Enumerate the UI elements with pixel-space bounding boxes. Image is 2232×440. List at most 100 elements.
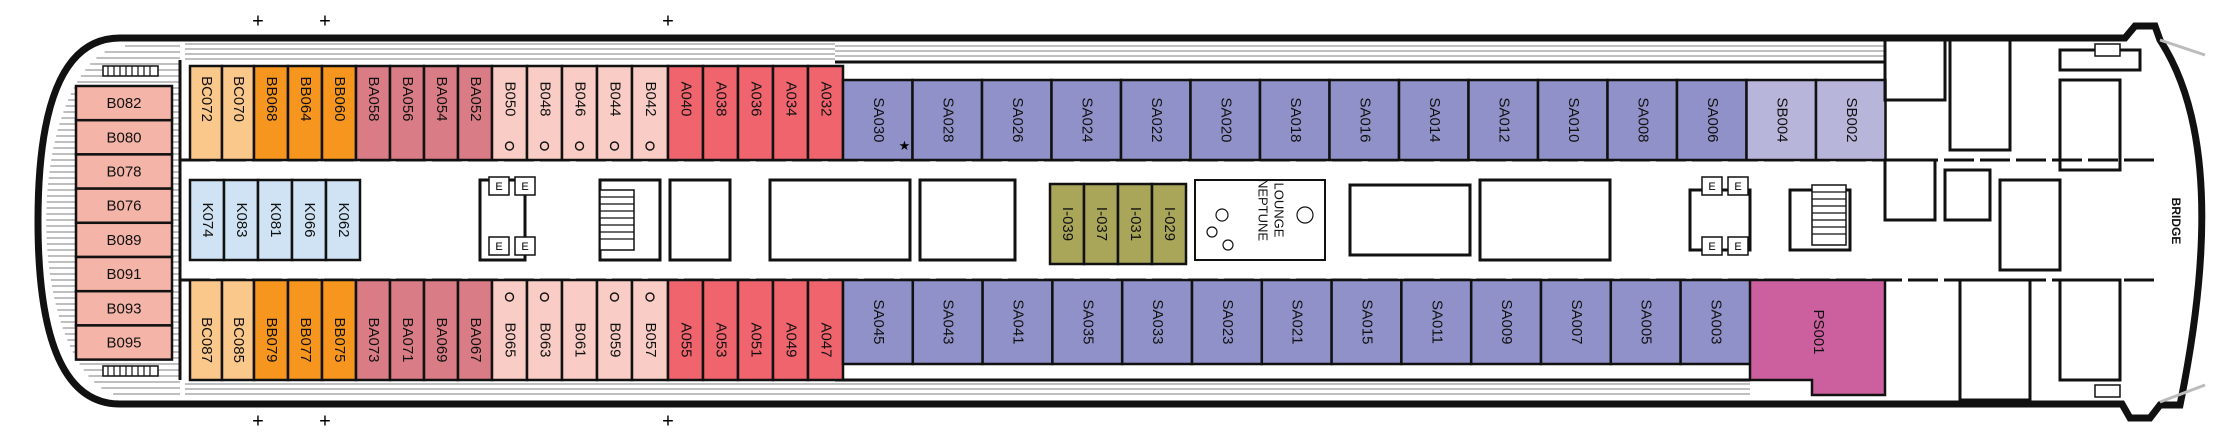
- cabin-k081[interactable]: K081: [256, 178, 294, 262]
- cabin-a055[interactable]: A055: [666, 278, 705, 382]
- cabin-a051[interactable]: A051: [736, 278, 775, 382]
- cabin-sa011[interactable]: SA011: [1400, 278, 1473, 366]
- circle-marker-icon: [645, 292, 655, 302]
- cabin-sa009[interactable]: SA009: [1469, 278, 1543, 366]
- cabin-sa008[interactable]: SA008: [1606, 78, 1679, 162]
- cabin-bc085[interactable]: BC085: [220, 278, 256, 382]
- cabin-k074[interactable]: K074: [188, 178, 226, 262]
- cabin-sa026[interactable]: SA026: [980, 78, 1053, 162]
- cabin-b048[interactable]: B048: [525, 64, 564, 162]
- cabin-a049[interactable]: A049: [771, 278, 810, 382]
- cabin-sa015[interactable]: SA015: [1330, 278, 1403, 366]
- cabin-sa043[interactable]: SA043: [911, 278, 984, 366]
- cabin-b095[interactable]: B095: [74, 324, 174, 361]
- core-block-3: [668, 178, 732, 262]
- cabin-b046[interactable]: B046: [560, 64, 599, 162]
- cabin-bc070[interactable]: BC070: [220, 64, 256, 162]
- cabin-b065[interactable]: B065: [490, 278, 529, 382]
- cabin-bb068[interactable]: BB068: [252, 64, 290, 162]
- cabin-i039[interactable]: I-039: [1048, 182, 1086, 266]
- cabin-sa020[interactable]: SA020: [1189, 78, 1262, 162]
- cabin-b057[interactable]: B057: [630, 278, 670, 382]
- cabin-box: [1814, 78, 1887, 162]
- cabin-b080[interactable]: B080: [74, 118, 174, 156]
- cabin-a047[interactable]: A047: [806, 278, 845, 382]
- cabin-ba058[interactable]: BA058: [354, 64, 392, 162]
- cabin-b044[interactable]: B044: [595, 64, 634, 162]
- cabin-sa030[interactable]: SA030★: [841, 78, 914, 162]
- cabin-a034[interactable]: A034: [771, 64, 810, 162]
- cabin-bb077[interactable]: BB077: [286, 278, 324, 382]
- cabin-i031[interactable]: I-031: [1116, 182, 1154, 266]
- cabin-b061[interactable]: B061: [560, 278, 599, 382]
- cabin-sa024[interactable]: SA024: [1050, 78, 1123, 162]
- cabin-sa033[interactable]: SA033: [1120, 278, 1194, 366]
- cabin-bb079[interactable]: BB079: [252, 278, 290, 382]
- neptune-lounge[interactable]: NEPTUNE LOUNGE: [1194, 179, 1326, 261]
- cabin-ba052[interactable]: BA052: [456, 64, 494, 162]
- pinnacle-suite-ps001[interactable]: PS001: [1748, 278, 1887, 397]
- cabin-a032[interactable]: A032: [806, 64, 845, 162]
- cabin-bc087[interactable]: BC087: [188, 278, 224, 382]
- cabin-a038[interactable]: A038: [701, 64, 740, 162]
- cabin-sa005[interactable]: SA005: [1609, 278, 1682, 366]
- cabin-sa035[interactable]: SA035: [1051, 278, 1124, 366]
- cabin-sa007[interactable]: SA007: [1539, 278, 1613, 366]
- cabin-ba069[interactable]: BA069: [422, 278, 460, 382]
- cabin-ba071[interactable]: BA071: [388, 278, 426, 382]
- cabin-sa041[interactable]: SA041: [981, 278, 1054, 366]
- cabin-ba073[interactable]: BA073: [354, 278, 392, 382]
- cabin-sa018[interactable]: SA018: [1258, 78, 1331, 162]
- cabin-sa023[interactable]: SA023: [1190, 278, 1264, 366]
- cabin-b050[interactable]: B050: [490, 64, 529, 162]
- cabin-bb060[interactable]: BB060: [320, 64, 358, 162]
- cabin-bb064[interactable]: BB064: [286, 64, 324, 162]
- cabin-bc072[interactable]: BC072: [188, 64, 224, 162]
- svg-text:E: E: [495, 241, 502, 253]
- cabin-sa012[interactable]: SA012: [1467, 78, 1540, 162]
- cabin-label: B042: [642, 81, 659, 116]
- cabin-b089[interactable]: B089: [74, 221, 174, 259]
- cabin-ba067[interactable]: BA067: [456, 278, 494, 382]
- cabin-b093[interactable]: B093: [74, 289, 174, 327]
- cabin-box: [252, 278, 290, 382]
- cabin-box: [1119, 78, 1192, 162]
- cabin-sa010[interactable]: SA010: [1536, 78, 1609, 162]
- cabin-b078[interactable]: B078: [74, 153, 174, 190]
- cabin-a053[interactable]: A053: [701, 278, 740, 382]
- cabin-label: BA067: [467, 317, 484, 362]
- cabin-label: K074: [199, 202, 216, 237]
- cabin-sb004[interactable]: SB004: [1745, 78, 1818, 162]
- cabin-a040[interactable]: A040: [666, 64, 705, 162]
- cabin-sa021[interactable]: SA021: [1260, 278, 1333, 366]
- cabin-sa016[interactable]: SA016: [1328, 78, 1401, 162]
- cabin-i029[interactable]: I-029: [1150, 182, 1188, 266]
- cabin-sa014[interactable]: SA014: [1397, 78, 1470, 162]
- cabin-box: [595, 278, 634, 382]
- cabin-sb002[interactable]: SB002: [1814, 78, 1887, 162]
- cabin-sa006[interactable]: SA006: [1675, 78, 1748, 162]
- cabin-sa028[interactable]: SA028: [911, 78, 984, 162]
- cabin-b042[interactable]: B042: [630, 64, 670, 162]
- cabin-b059[interactable]: B059: [595, 278, 634, 382]
- cabin-b091[interactable]: B091: [74, 255, 174, 293]
- cabin-ba056[interactable]: BA056: [388, 64, 426, 162]
- bow-railing-top: [2159, 38, 2206, 57]
- cabin-k083[interactable]: K083: [222, 178, 260, 262]
- cabin-label: BA056: [399, 76, 416, 121]
- cabin-sa045[interactable]: SA045: [841, 278, 915, 366]
- cabin-sa003[interactable]: SA003: [1679, 278, 1752, 366]
- cabin-bb075[interactable]: BB075: [320, 278, 358, 382]
- cabin-sa022[interactable]: SA022: [1119, 78, 1192, 162]
- cabin-ba054[interactable]: BA054: [422, 64, 460, 162]
- cabin-k066[interactable]: K066: [290, 178, 328, 262]
- cabin-b082[interactable]: B082: [74, 84, 174, 122]
- cabin-b076[interactable]: B076: [74, 187, 174, 225]
- cabin-b063[interactable]: B063: [525, 278, 564, 382]
- cabin-k062[interactable]: K062: [324, 178, 362, 262]
- cabin-i037[interactable]: I-037: [1082, 182, 1120, 266]
- cabin-box: [1082, 182, 1120, 266]
- cabin-a036[interactable]: A036: [736, 64, 775, 162]
- cabin-box: [841, 278, 915, 366]
